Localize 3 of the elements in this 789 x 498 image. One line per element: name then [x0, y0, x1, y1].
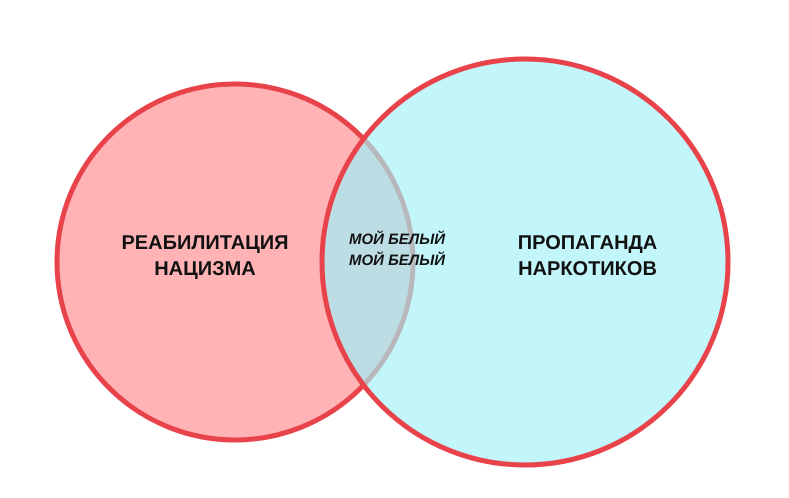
- circle-label: ПРОПАГАНДА НАРКОТИКОВ: [516, 231, 658, 282]
- circle-label: РЕАБИЛИТАЦИЯ НАЦИЗМА: [120, 231, 290, 282]
- overlap-label: МОЙ БЕЛЫЙ МОЙ БЕЛЫЙ: [348, 230, 446, 271]
